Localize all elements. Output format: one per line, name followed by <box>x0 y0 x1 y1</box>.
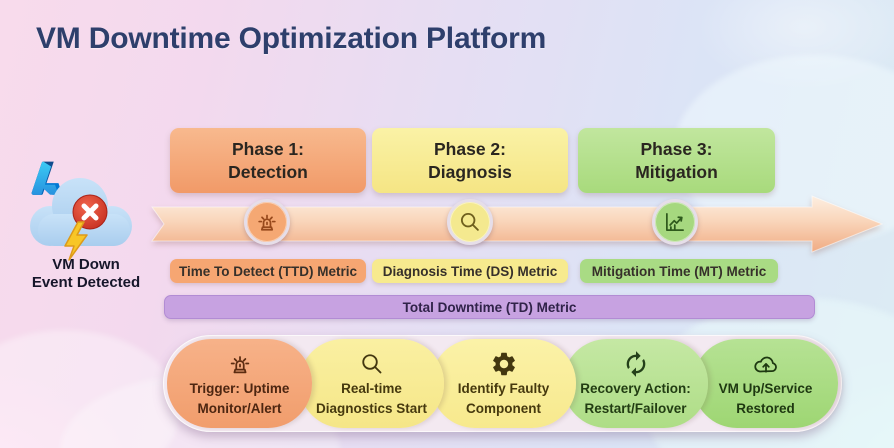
magnifier-icon <box>361 353 381 374</box>
phase-3-line1: Phase 3: <box>640 138 713 159</box>
phase-2-line2: Diagnosis <box>428 161 512 182</box>
step-recovery-action: Recovery Action: Restart/Failover <box>563 339 708 428</box>
phase-3-line2: Mitigation <box>635 161 718 182</box>
metric-ttd: Time To Detect (TTD) Metric <box>170 259 366 283</box>
growth-chart-icon <box>666 213 684 231</box>
process-flow: Trigger: Uptime Monitor/Alert Real-time … <box>163 335 842 432</box>
phase-1-line2: Detection <box>228 161 308 182</box>
step-label-line2: Restart/Failover <box>584 400 687 416</box>
step-identify-component: Identify Faulty Component <box>431 339 576 428</box>
azure-cloud-error-icon <box>30 161 132 261</box>
event-caption: VM Down Event Detected <box>2 256 170 291</box>
step-vm-restored: VM Up/Service Restored <box>693 339 838 428</box>
phase-2-line1: Phase 2: <box>434 138 506 159</box>
gear-icon <box>492 352 515 375</box>
metric-ttd-label: Time To Detect (TTD) Metric <box>178 263 358 279</box>
phase-3-mitigation-box: Phase 3: Mitigation <box>578 128 775 193</box>
metric-ds: Diagnosis Time (DS) Metric <box>372 259 568 283</box>
magnifier-icon <box>460 212 479 231</box>
metric-total-downtime: Total Downtime (TD) Metric <box>164 295 815 319</box>
timeline-marker-detection <box>244 199 290 245</box>
step-label-line2: Restored <box>736 400 795 416</box>
phase-2-diagnosis-box: Phase 2: Diagnosis <box>372 128 568 193</box>
event-caption-line1: VM Down <box>52 256 120 273</box>
phase-1-line1: Phase 1: <box>232 138 304 159</box>
vm-down-event <box>2 156 170 301</box>
metric-total-label: Total Downtime (TD) Metric <box>402 299 577 315</box>
timeline-marker-mitigation <box>652 199 698 245</box>
step-label-line1: Recovery Action: <box>580 380 691 396</box>
event-caption-line2: Event Detected <box>31 273 141 291</box>
refresh-icon <box>626 350 645 377</box>
siren-icon <box>258 214 276 231</box>
cloud-shape <box>30 178 132 246</box>
step-label-line2: Monitor/Alert <box>197 400 282 416</box>
step-trigger-alert: Trigger: Uptime Monitor/Alert <box>167 339 312 428</box>
step-label-line1: VM Up/Service <box>718 380 813 396</box>
step-label-line2: Diagnostics Start <box>315 400 428 416</box>
step-diagnostics-start: Real-time Diagnostics Start <box>299 339 444 428</box>
azure-logo-icon <box>31 161 63 195</box>
cloud-up-icon <box>753 356 777 373</box>
lightning-icon <box>64 221 88 261</box>
step-label-line1: Real-time <box>341 380 402 396</box>
error-badge-icon <box>72 194 108 230</box>
step-label-line2: Component <box>466 400 541 416</box>
metric-mt-label: Mitigation Time (MT) Metric <box>591 263 767 279</box>
step-label-line1: Trigger: Uptime <box>189 380 290 396</box>
page-title: VM Downtime Optimization Platform <box>36 22 547 55</box>
timeline-arrow <box>151 195 884 253</box>
step-label-line1: Identify Faulty <box>457 380 550 396</box>
siren-icon <box>230 355 249 373</box>
phase-1-detection-box: Phase 1: Detection <box>170 128 366 193</box>
metric-ds-label: Diagnosis Time (DS) Metric <box>382 263 558 279</box>
metric-mt: Mitigation Time (MT) Metric <box>580 259 778 283</box>
timeline-marker-diagnosis <box>447 199 493 245</box>
